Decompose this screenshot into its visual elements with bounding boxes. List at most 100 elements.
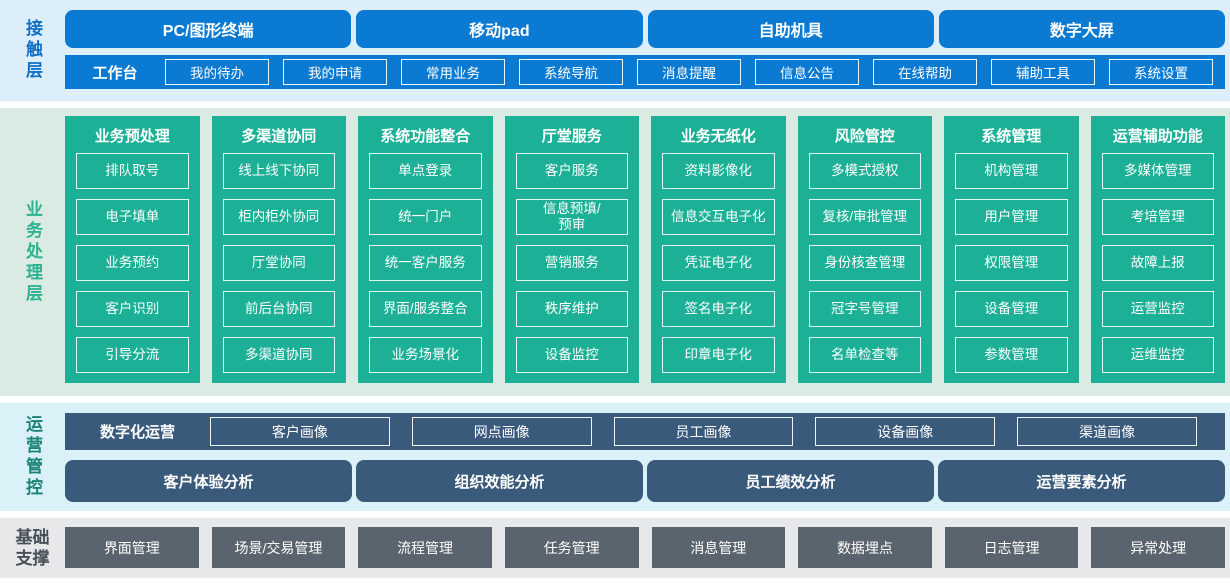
digital-operations-bar: 数字化运营 客户画像网点画像员工画像设备画像渠道画像 [65, 413, 1225, 450]
foundation-button: 消息管理 [651, 527, 786, 568]
foundation-button: 界面管理 [65, 527, 199, 568]
column-title: 系统管理 [981, 128, 1042, 145]
function-tile: 统一客户服务 [369, 245, 482, 281]
workbench-item: 系统设置 [1109, 59, 1213, 85]
function-tile: 权限管理 [955, 245, 1068, 281]
business-column: 业务预处理排队取号电子填单业务预约客户识别引导分流 [65, 116, 200, 383]
profile-item: 网点画像 [411, 417, 592, 446]
function-tile: 柜内柜外协同 [222, 199, 335, 235]
function-tile: 厅堂协同 [222, 245, 335, 281]
column-tiles: 排队取号电子填单业务预约客户识别引导分流 [76, 153, 189, 373]
function-tile: 客户服务 [515, 153, 628, 189]
column-tiles: 客户服务信息预填/ 预审营销服务秩序维护设备监控 [515, 153, 628, 373]
foundation-button: 场景/交易管理 [211, 527, 346, 568]
workbench-item: 消息提醒 [637, 59, 741, 85]
analysis-button: 组织效能分析 [356, 460, 643, 502]
column-tiles: 多模式授权复核/审批管理身份核查管理冠字号管理名单检查等 [808, 153, 921, 373]
column-tiles: 多媒体管理考培管理故障上报运营监控运维监控 [1101, 153, 1214, 373]
column-title: 厅堂服务 [541, 128, 602, 145]
function-tile: 凭证电子化 [662, 245, 775, 281]
foundation-button: 任务管理 [504, 527, 639, 568]
function-tile: 多模式授权 [808, 153, 921, 189]
function-tile: 印章电子化 [662, 337, 775, 373]
foundation-button: 异常处理 [1091, 527, 1225, 568]
foundation-row: 界面管理场景/交易管理流程管理任务管理消息管理数据埋点日志管理异常处理 [65, 518, 1225, 577]
column-tiles: 机构管理用户管理权限管理设备管理参数管理 [955, 153, 1068, 373]
business-column: 运营辅助功能多媒体管理考培管理故障上报运营监控运维监控 [1090, 116, 1225, 383]
analysis-button: 运营要素分析 [938, 460, 1225, 502]
terminal-button: 数字大屏 [938, 10, 1225, 48]
column-tiles: 单点登录统一门户统一客户服务界面/服务整合业务场景化 [369, 153, 482, 373]
workbench-item: 我的申请 [283, 59, 387, 85]
business-columns: 业务预处理排队取号电子填单业务预约客户识别引导分流多渠道协同线上线下协同柜内柜外… [65, 108, 1225, 396]
analysis-button: 员工绩效分析 [647, 460, 934, 502]
business-layer-content: 业务预处理排队取号电子填单业务预约客户识别引导分流多渠道协同线上线下协同柜内柜外… [65, 108, 1230, 396]
foundation-layer-label: 基础支撑 [15, 527, 50, 568]
foundation-button: 流程管理 [358, 527, 492, 568]
terminal-button: 自助机具 [647, 10, 934, 48]
function-tile: 多渠道协同 [222, 337, 335, 373]
business-column: 厅堂服务客户服务信息预填/ 预审营销服务秩序维护设备监控 [504, 116, 639, 383]
column-title: 业务无纸化 [680, 128, 756, 145]
profile-item: 客户画像 [210, 417, 390, 446]
column-title: 多渠道协同 [241, 128, 317, 145]
function-tile: 业务预约 [76, 245, 189, 281]
function-tile: 信息预填/ 预审 [515, 199, 628, 235]
function-tile: 多媒体管理 [1101, 153, 1214, 189]
digital-operations-items: 客户画像网点画像员工画像设备画像渠道画像 [210, 417, 1197, 446]
operations-layer-band: 运营管控 数字化运营 客户画像网点画像员工画像设备画像渠道画像 客户体验分析组织… [0, 403, 1230, 511]
function-tile: 业务场景化 [369, 337, 482, 373]
profile-item: 设备画像 [815, 417, 996, 446]
operations-layer-label-column: 运营管控 [0, 403, 65, 511]
digital-operations-label: 数字化运营 [99, 424, 175, 441]
operations-layer-content: 数字化运营 客户画像网点画像员工画像设备画像渠道画像 客户体验分析组织效能分析员… [65, 403, 1230, 511]
workbench-label: 工作台 [92, 64, 138, 82]
column-title: 运营辅助功能 [1112, 128, 1203, 145]
column-tiles: 线上线下协同柜内柜外协同厅堂协同前后台协同多渠道协同 [222, 153, 335, 373]
workbench-item: 信息公告 [755, 59, 859, 85]
function-tile: 统一门户 [369, 199, 482, 235]
function-tile: 签名电子化 [662, 291, 775, 327]
function-tile: 身份核查管理 [808, 245, 921, 281]
column-title: 业务预处理 [94, 128, 170, 145]
foundation-button: 数据埋点 [798, 527, 932, 568]
function-tile: 营销服务 [515, 245, 628, 281]
contact-layer-label-column: 接触层 [0, 0, 65, 101]
function-tile: 线上线下协同 [222, 153, 335, 189]
business-layer-label-column: 业务处理层 [0, 108, 65, 396]
foundation-button: 日志管理 [944, 527, 1079, 568]
workbench-item: 辅助工具 [991, 59, 1095, 85]
column-title: 风险管控 [834, 128, 895, 145]
business-layer-label: 业务处理层 [23, 199, 42, 305]
function-tile: 单点登录 [369, 153, 482, 189]
function-tile: 资料影像化 [662, 153, 775, 189]
function-tile: 引导分流 [76, 337, 189, 373]
business-column: 系统功能整合单点登录统一门户统一客户服务界面/服务整合业务场景化 [358, 116, 493, 383]
business-column: 业务无纸化资料影像化信息交互电子化凭证电子化签名电子化印章电子化 [651, 116, 786, 383]
analysis-row: 客户体验分析组织效能分析员工绩效分析运营要素分析 [65, 460, 1225, 502]
workbench-item: 常用业务 [401, 59, 505, 85]
workbench-item: 我的待办 [165, 59, 269, 85]
function-tile: 参数管理 [955, 337, 1068, 373]
function-tile: 信息交互电子化 [662, 199, 775, 235]
foundation-layer-content: 界面管理场景/交易管理流程管理任务管理消息管理数据埋点日志管理异常处理 [65, 518, 1230, 578]
function-tile: 机构管理 [955, 153, 1068, 189]
function-tile: 用户管理 [955, 199, 1068, 235]
workbench-items: 我的待办我的申请常用业务系统导航消息提醒信息公告在线帮助辅助工具系统设置 [165, 59, 1213, 85]
function-tile: 名单检查等 [808, 337, 921, 373]
function-tile: 运营监控 [1101, 291, 1214, 327]
function-tile: 秩序维护 [515, 291, 628, 327]
function-tile: 设备监控 [515, 337, 628, 373]
column-tiles: 资料影像化信息交互电子化凭证电子化签名电子化印章电子化 [662, 153, 775, 373]
function-tile: 界面/服务整合 [369, 291, 482, 327]
operations-layer-label: 运营管控 [23, 415, 42, 499]
function-tile: 故障上报 [1101, 245, 1214, 281]
profile-item: 渠道画像 [1017, 417, 1197, 446]
terminal-button: PC/图形终端 [65, 10, 352, 48]
function-tile: 运维监控 [1101, 337, 1214, 373]
function-tile: 复核/审批管理 [808, 199, 921, 235]
analysis-button: 客户体验分析 [65, 460, 352, 502]
column-title: 系统功能整合 [380, 128, 471, 145]
